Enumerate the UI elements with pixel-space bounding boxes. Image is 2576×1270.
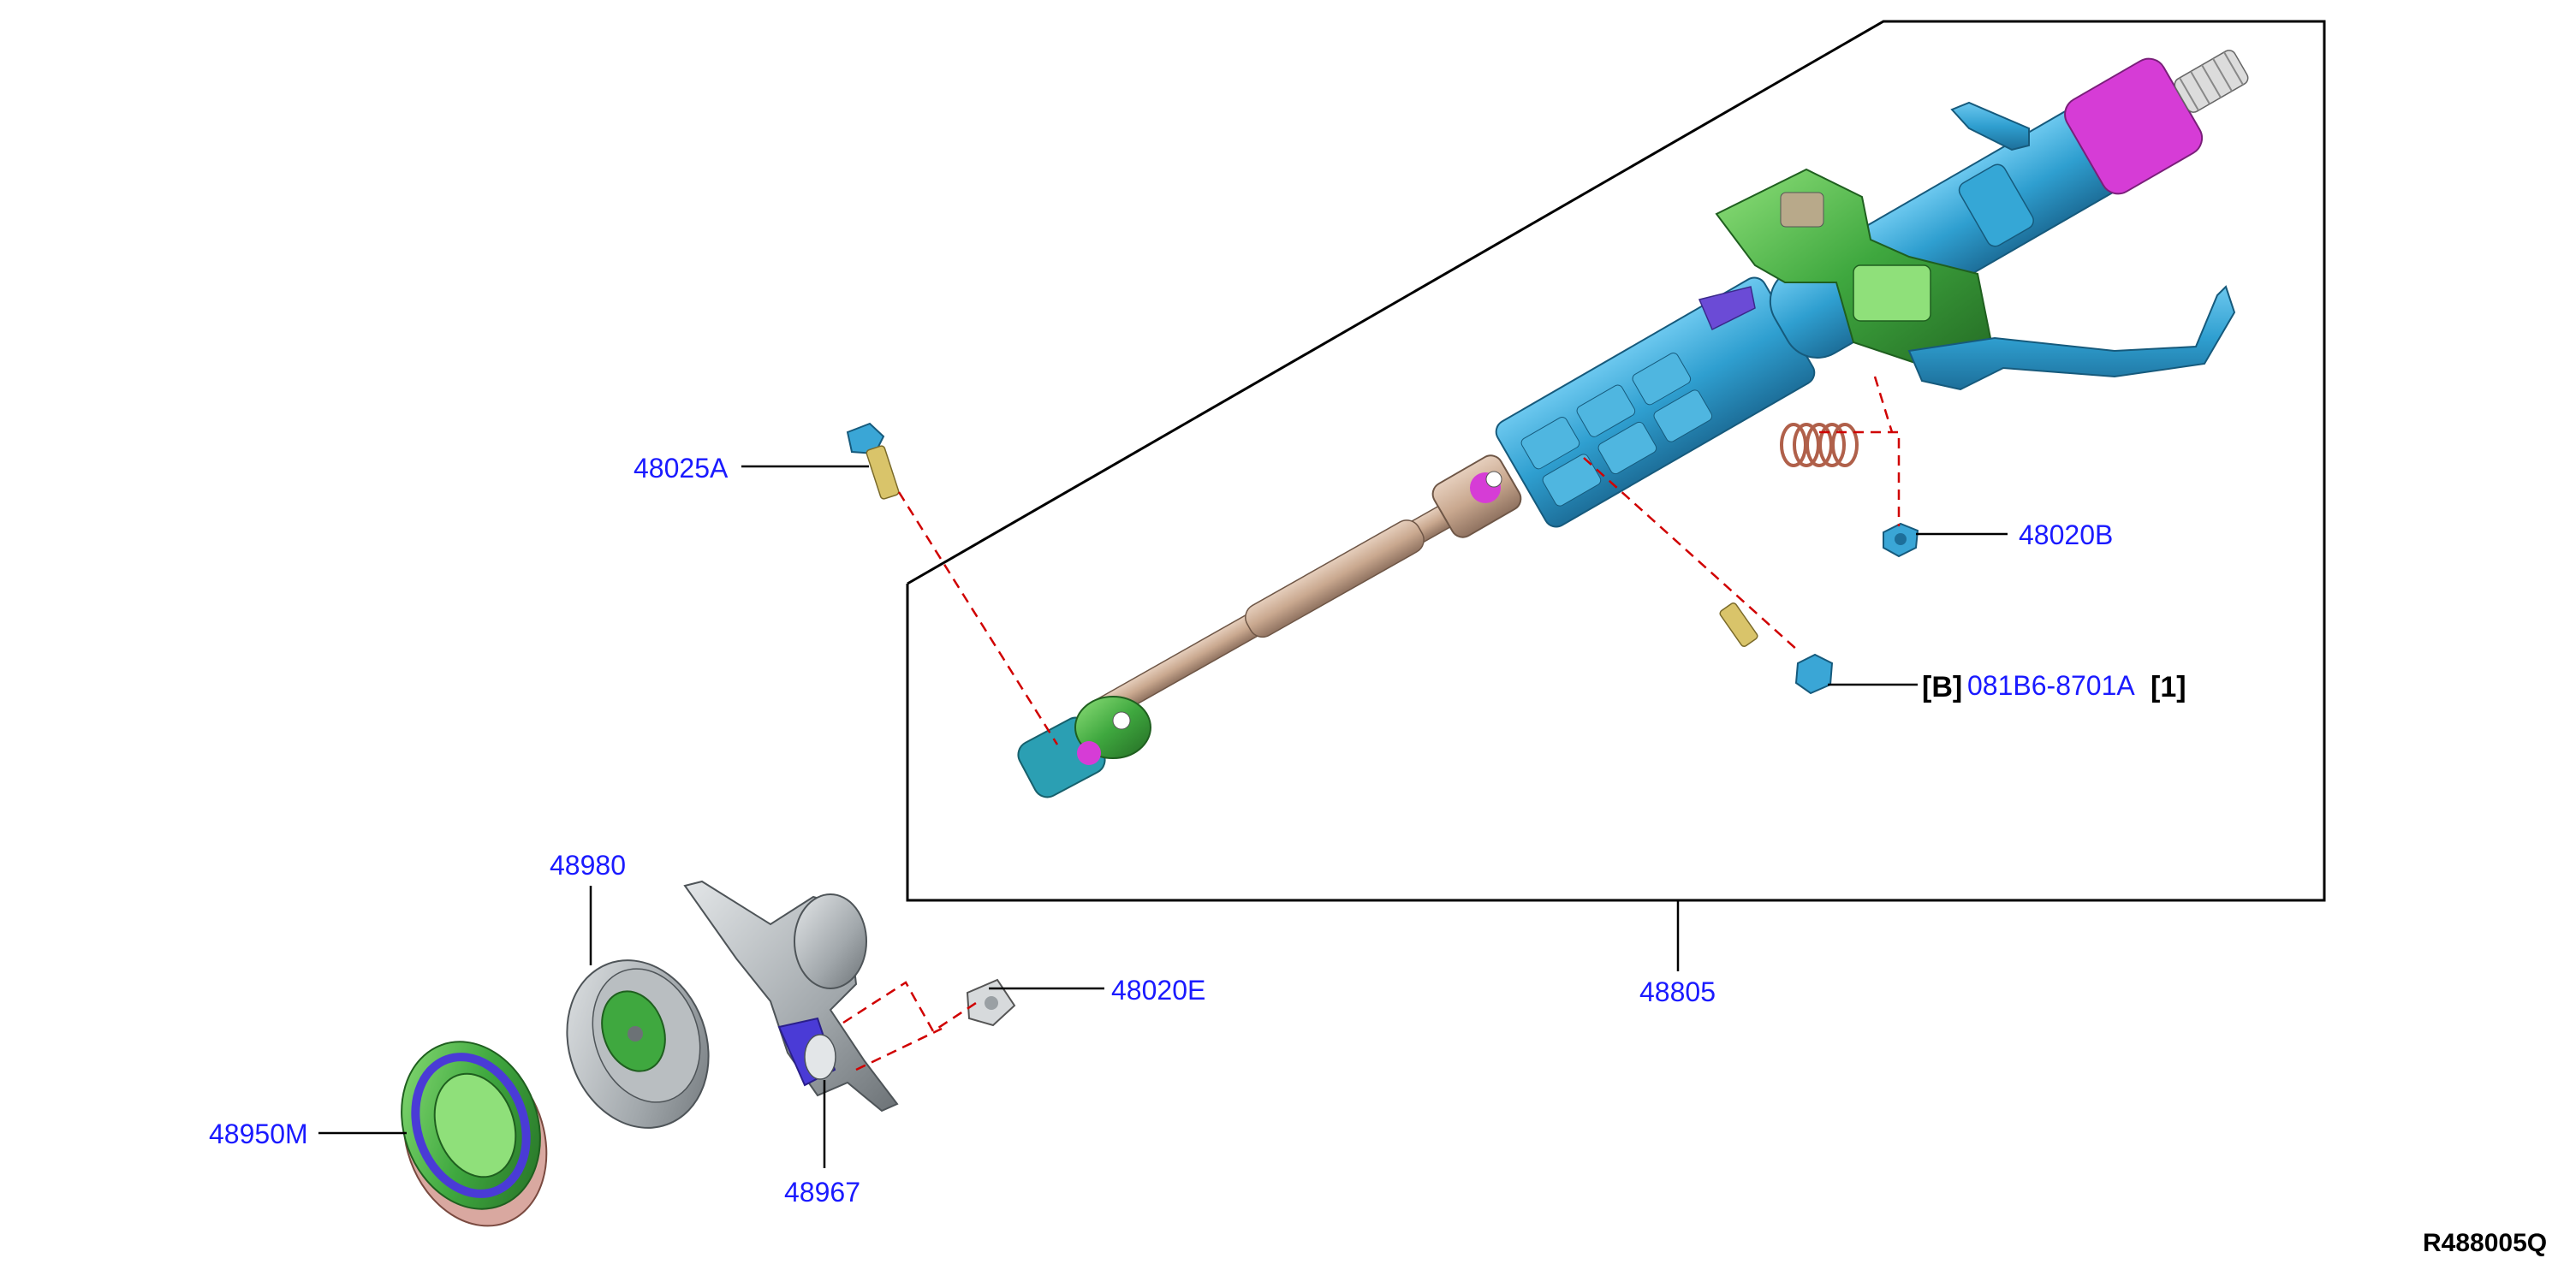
bolt-code-suffix: [1] <box>2151 671 2186 703</box>
callout-48020E[interactable]: 48020E <box>1111 975 1205 1006</box>
column-clip <box>1698 286 1756 331</box>
dash-48020E-b <box>855 1027 943 1071</box>
spiral-cable-48950M-graphic <box>401 1041 548 1227</box>
diagram-id: R488005Q <box>2423 1229 2547 1257</box>
callout-48020B[interactable]: 48020B <box>2019 519 2113 550</box>
dash-48020E-a <box>842 981 977 1033</box>
dash-48020B <box>1819 430 1901 526</box>
dash-48025A <box>897 491 1059 745</box>
callout-48025A[interactable]: 48025A <box>634 453 729 484</box>
bolt-48025A-graphic <box>846 422 900 500</box>
tilt-spring <box>1780 423 1859 467</box>
steering-column-assembly <box>1017 50 2249 798</box>
callout-48967[interactable]: 48967 <box>784 1177 860 1208</box>
column-mounting-bracket <box>1715 168 1992 370</box>
callout-48950M[interactable]: 48950M <box>209 1119 308 1149</box>
assembly-frame <box>906 20 2326 902</box>
column-hook <box>1950 101 2030 151</box>
callout-081B6-8701A[interactable]: 081B6-8701A <box>1967 670 2135 701</box>
clip-48020E-graphic <box>966 978 1016 1027</box>
bolt-081B6-8701A-graphic <box>1719 602 1834 695</box>
bolt-code-prefix: [B] <box>1922 671 1962 703</box>
upper-universal-joint <box>1431 454 1522 538</box>
nut-48020B-graphic <box>1883 522 1919 558</box>
cover-48980-graphic <box>566 959 710 1129</box>
intermediate-shaft <box>1082 493 1476 727</box>
lower-universal-joint <box>1017 696 1151 798</box>
bracket-48967-graphic <box>683 880 899 1113</box>
dash-bolt-B <box>1583 457 1799 651</box>
tilt-lever <box>1907 285 2236 391</box>
dash-48020B-inner <box>1873 376 1894 433</box>
callout-48805[interactable]: 48805 <box>1639 976 1716 1007</box>
callout-48980[interactable]: 48980 <box>550 850 626 881</box>
